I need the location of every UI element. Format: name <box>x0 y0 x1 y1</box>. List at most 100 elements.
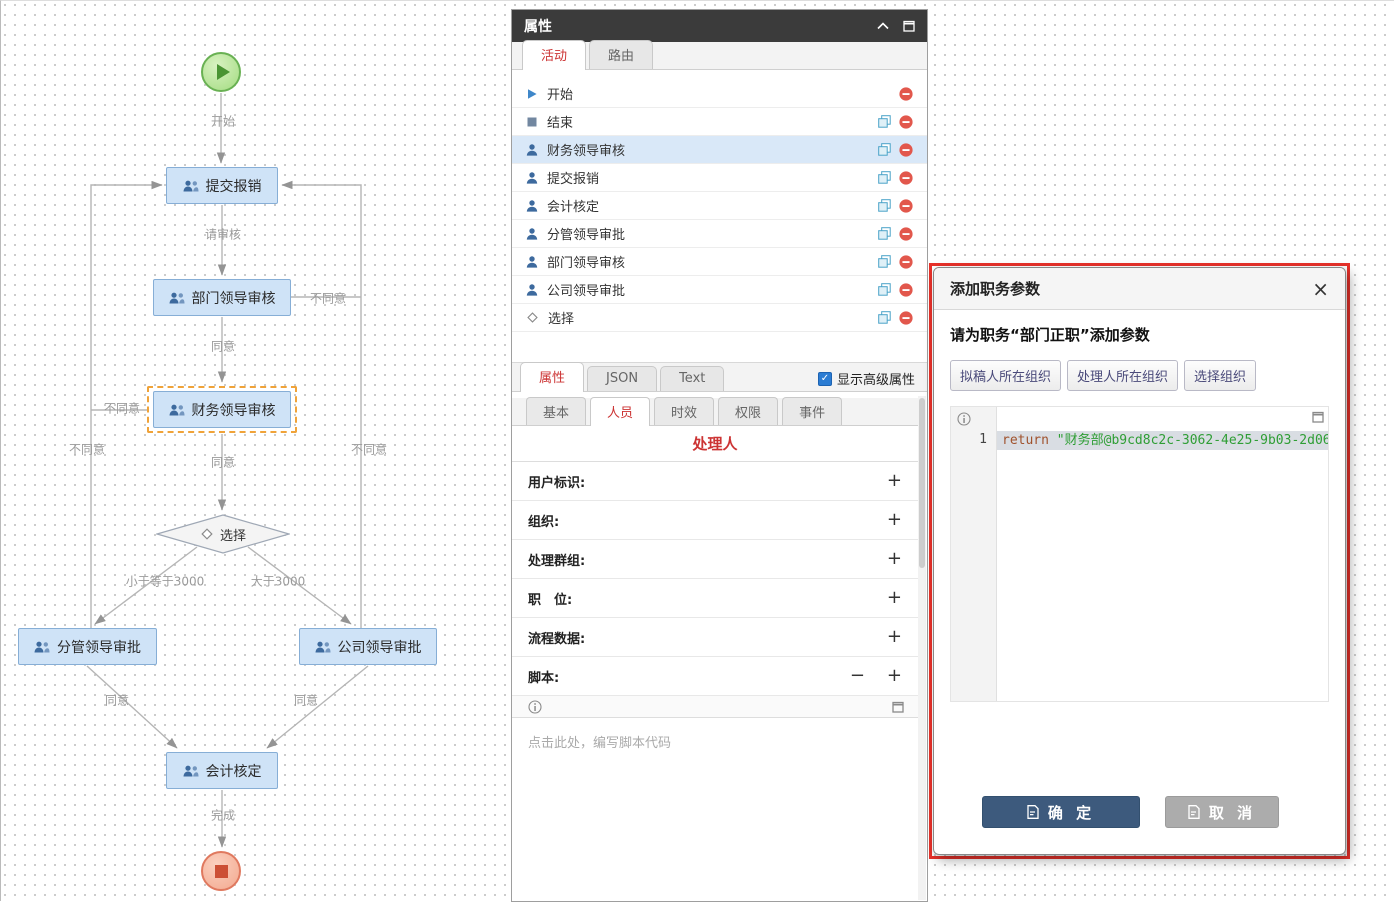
flow-node-dept-review[interactable]: 部门领导审核 <box>153 279 291 316</box>
code-keyword: return <box>1002 433 1049 448</box>
add-icon[interactable]: + <box>886 509 902 530</box>
dialog-titlebar[interactable]: 添加职务参数 × <box>934 268 1345 310</box>
delete-icon[interactable] <box>899 171 913 185</box>
page-icon <box>1188 805 1200 819</box>
user-icon <box>526 144 538 156</box>
activity-label: 提交报销 <box>547 172 600 187</box>
delete-icon[interactable] <box>899 283 913 297</box>
activity-row-end[interactable]: 结束 <box>512 108 927 136</box>
stop-icon <box>526 116 538 128</box>
code-line[interactable]: return "财务部@b9cd8c2c-3062-4e25-9b03-2d06 <box>997 431 1328 450</box>
diamond-shape <box>154 514 292 554</box>
flow-node-choice[interactable]: 选择 <box>154 514 292 554</box>
tab-route[interactable]: 路由 <box>589 40 654 69</box>
copy-icon[interactable] <box>878 255 891 268</box>
copy-icon[interactable] <box>878 311 891 324</box>
activity-row-dept-review[interactable]: 部门领导审核 <box>512 248 927 276</box>
scrollbar-thumb[interactable] <box>919 398 925 568</box>
copy-icon[interactable] <box>878 199 891 212</box>
delete-icon[interactable] <box>899 199 913 213</box>
users-icon <box>169 404 185 416</box>
advanced-checkbox[interactable]: ✓ <box>817 371 832 386</box>
flow-node-manager-approve[interactable]: 分管领导审批 <box>18 628 157 665</box>
add-icon[interactable]: + <box>886 548 902 569</box>
drafter-org-button[interactable]: 拟稿人所在组织 <box>950 360 1062 391</box>
activity-row-finance-review[interactable]: 财务领导审核 <box>512 136 927 164</box>
flow-node-company-approve[interactable]: 公司领导审批 <box>299 628 437 665</box>
maximize-icon[interactable] <box>892 701 904 713</box>
flow-node-accounting[interactable]: 会计核定 <box>166 752 278 789</box>
add-icon[interactable]: + <box>886 665 902 686</box>
code-string: "财务部@b9cd8c2c-3062-4e25-9b03-2d06 <box>1056 433 1328 448</box>
subtab-person[interactable]: 人员 <box>590 397 651 426</box>
edge-label-gt3000: 大于3000 <box>250 574 306 589</box>
info-icon <box>528 700 542 714</box>
flow-node-start[interactable] <box>201 52 241 92</box>
org-button-row: 拟稿人所在组织 处理人所在组织 选择组织 <box>950 360 1329 391</box>
window-icon[interactable] <box>903 20 915 32</box>
tab-activity[interactable]: 活动 <box>522 40 587 70</box>
cancel-button[interactable]: 取 消 <box>1165 796 1279 828</box>
code-editor[interactable]: 1 return "财务部@b9cd8c2c-3062-4e25-9b03-2d… <box>950 406 1329 702</box>
activity-label: 公司领导审批 <box>547 284 626 299</box>
activity-row-choice[interactable]: 选择 <box>512 304 927 332</box>
users-icon <box>183 765 199 777</box>
copy-icon[interactable] <box>878 143 891 156</box>
panel-scrollbar[interactable] <box>918 396 926 900</box>
field-user-id: 用户标识: + <box>512 462 918 501</box>
subtab-time[interactable]: 时效 <box>654 397 715 425</box>
copy-icon[interactable] <box>878 283 891 296</box>
tab-json[interactable]: JSON <box>587 366 658 391</box>
copy-icon[interactable] <box>878 171 891 184</box>
tab-text[interactable]: Text <box>660 366 725 391</box>
delete-icon[interactable] <box>899 227 913 241</box>
flow-node-label: 公司领导审批 <box>337 639 422 656</box>
add-icon[interactable]: + <box>886 626 902 647</box>
subtab-event[interactable]: 事件 <box>782 397 843 425</box>
confirm-button[interactable]: 确 定 <box>982 796 1140 828</box>
remove-icon[interactable]: − <box>849 665 865 686</box>
users-icon <box>34 641 50 653</box>
copy-icon[interactable] <box>878 115 891 128</box>
add-icon[interactable]: + <box>886 470 902 491</box>
subtab-basic[interactable]: 基本 <box>526 397 587 425</box>
delete-icon[interactable] <box>899 311 913 325</box>
edge-label-agree: 同意 <box>210 339 236 354</box>
flow-node-end[interactable] <box>201 851 241 891</box>
flow-canvas[interactable]: 开始 提交报销 请审核 部门领导审核 不同意 同意 财务领导审核 不同意 不同意… <box>1 1 511 902</box>
delete-icon[interactable] <box>899 143 913 157</box>
handler-title: 处理人 <box>512 426 918 462</box>
page-icon <box>1027 805 1039 819</box>
activity-row-submit[interactable]: 提交报销 <box>512 164 927 192</box>
activity-label: 选择 <box>548 312 575 327</box>
maximize-icon[interactable] <box>1312 411 1324 423</box>
tab-props[interactable]: 属性 <box>520 362 585 392</box>
script-editor-placeholder[interactable]: 点击此处，编写脚本代码 <box>528 736 672 751</box>
flow-node-submit[interactable]: 提交报销 <box>166 167 278 204</box>
activity-row-start[interactable]: 开始 <box>512 80 927 108</box>
users-icon <box>183 180 199 192</box>
flow-node-finance-review[interactable]: 财务领导审核 <box>153 391 291 428</box>
delete-icon[interactable] <box>899 255 913 269</box>
field-label: 职 位: <box>528 592 573 608</box>
activity-label: 开始 <box>547 88 574 103</box>
select-org-button[interactable]: 选择组织 <box>1184 360 1257 391</box>
activity-row-company-approve[interactable]: 公司领导审批 <box>512 276 927 304</box>
activity-row-accounting[interactable]: 会计核定 <box>512 192 927 220</box>
panel-titlebar[interactable]: 属性 <box>512 10 927 42</box>
field-label: 处理群组: <box>528 553 586 569</box>
close-icon[interactable]: × <box>1312 276 1329 301</box>
copy-icon[interactable] <box>878 227 891 240</box>
activity-label: 部门领导审核 <box>547 256 626 271</box>
activity-list: 开始 结束 财务领导审核 提交报销 会计核定 <box>512 80 927 332</box>
handler-org-button[interactable]: 处理人所在组织 <box>1067 360 1179 391</box>
collapse-icon[interactable] <box>877 22 889 30</box>
delete-icon[interactable] <box>899 87 913 101</box>
delete-icon[interactable] <box>899 115 913 129</box>
add-icon[interactable]: + <box>886 587 902 608</box>
info-icon <box>957 412 971 426</box>
activity-row-manager-approve[interactable]: 分管领导审批 <box>512 220 927 248</box>
user-icon <box>526 200 538 212</box>
subtab-perm[interactable]: 权限 <box>718 397 779 425</box>
